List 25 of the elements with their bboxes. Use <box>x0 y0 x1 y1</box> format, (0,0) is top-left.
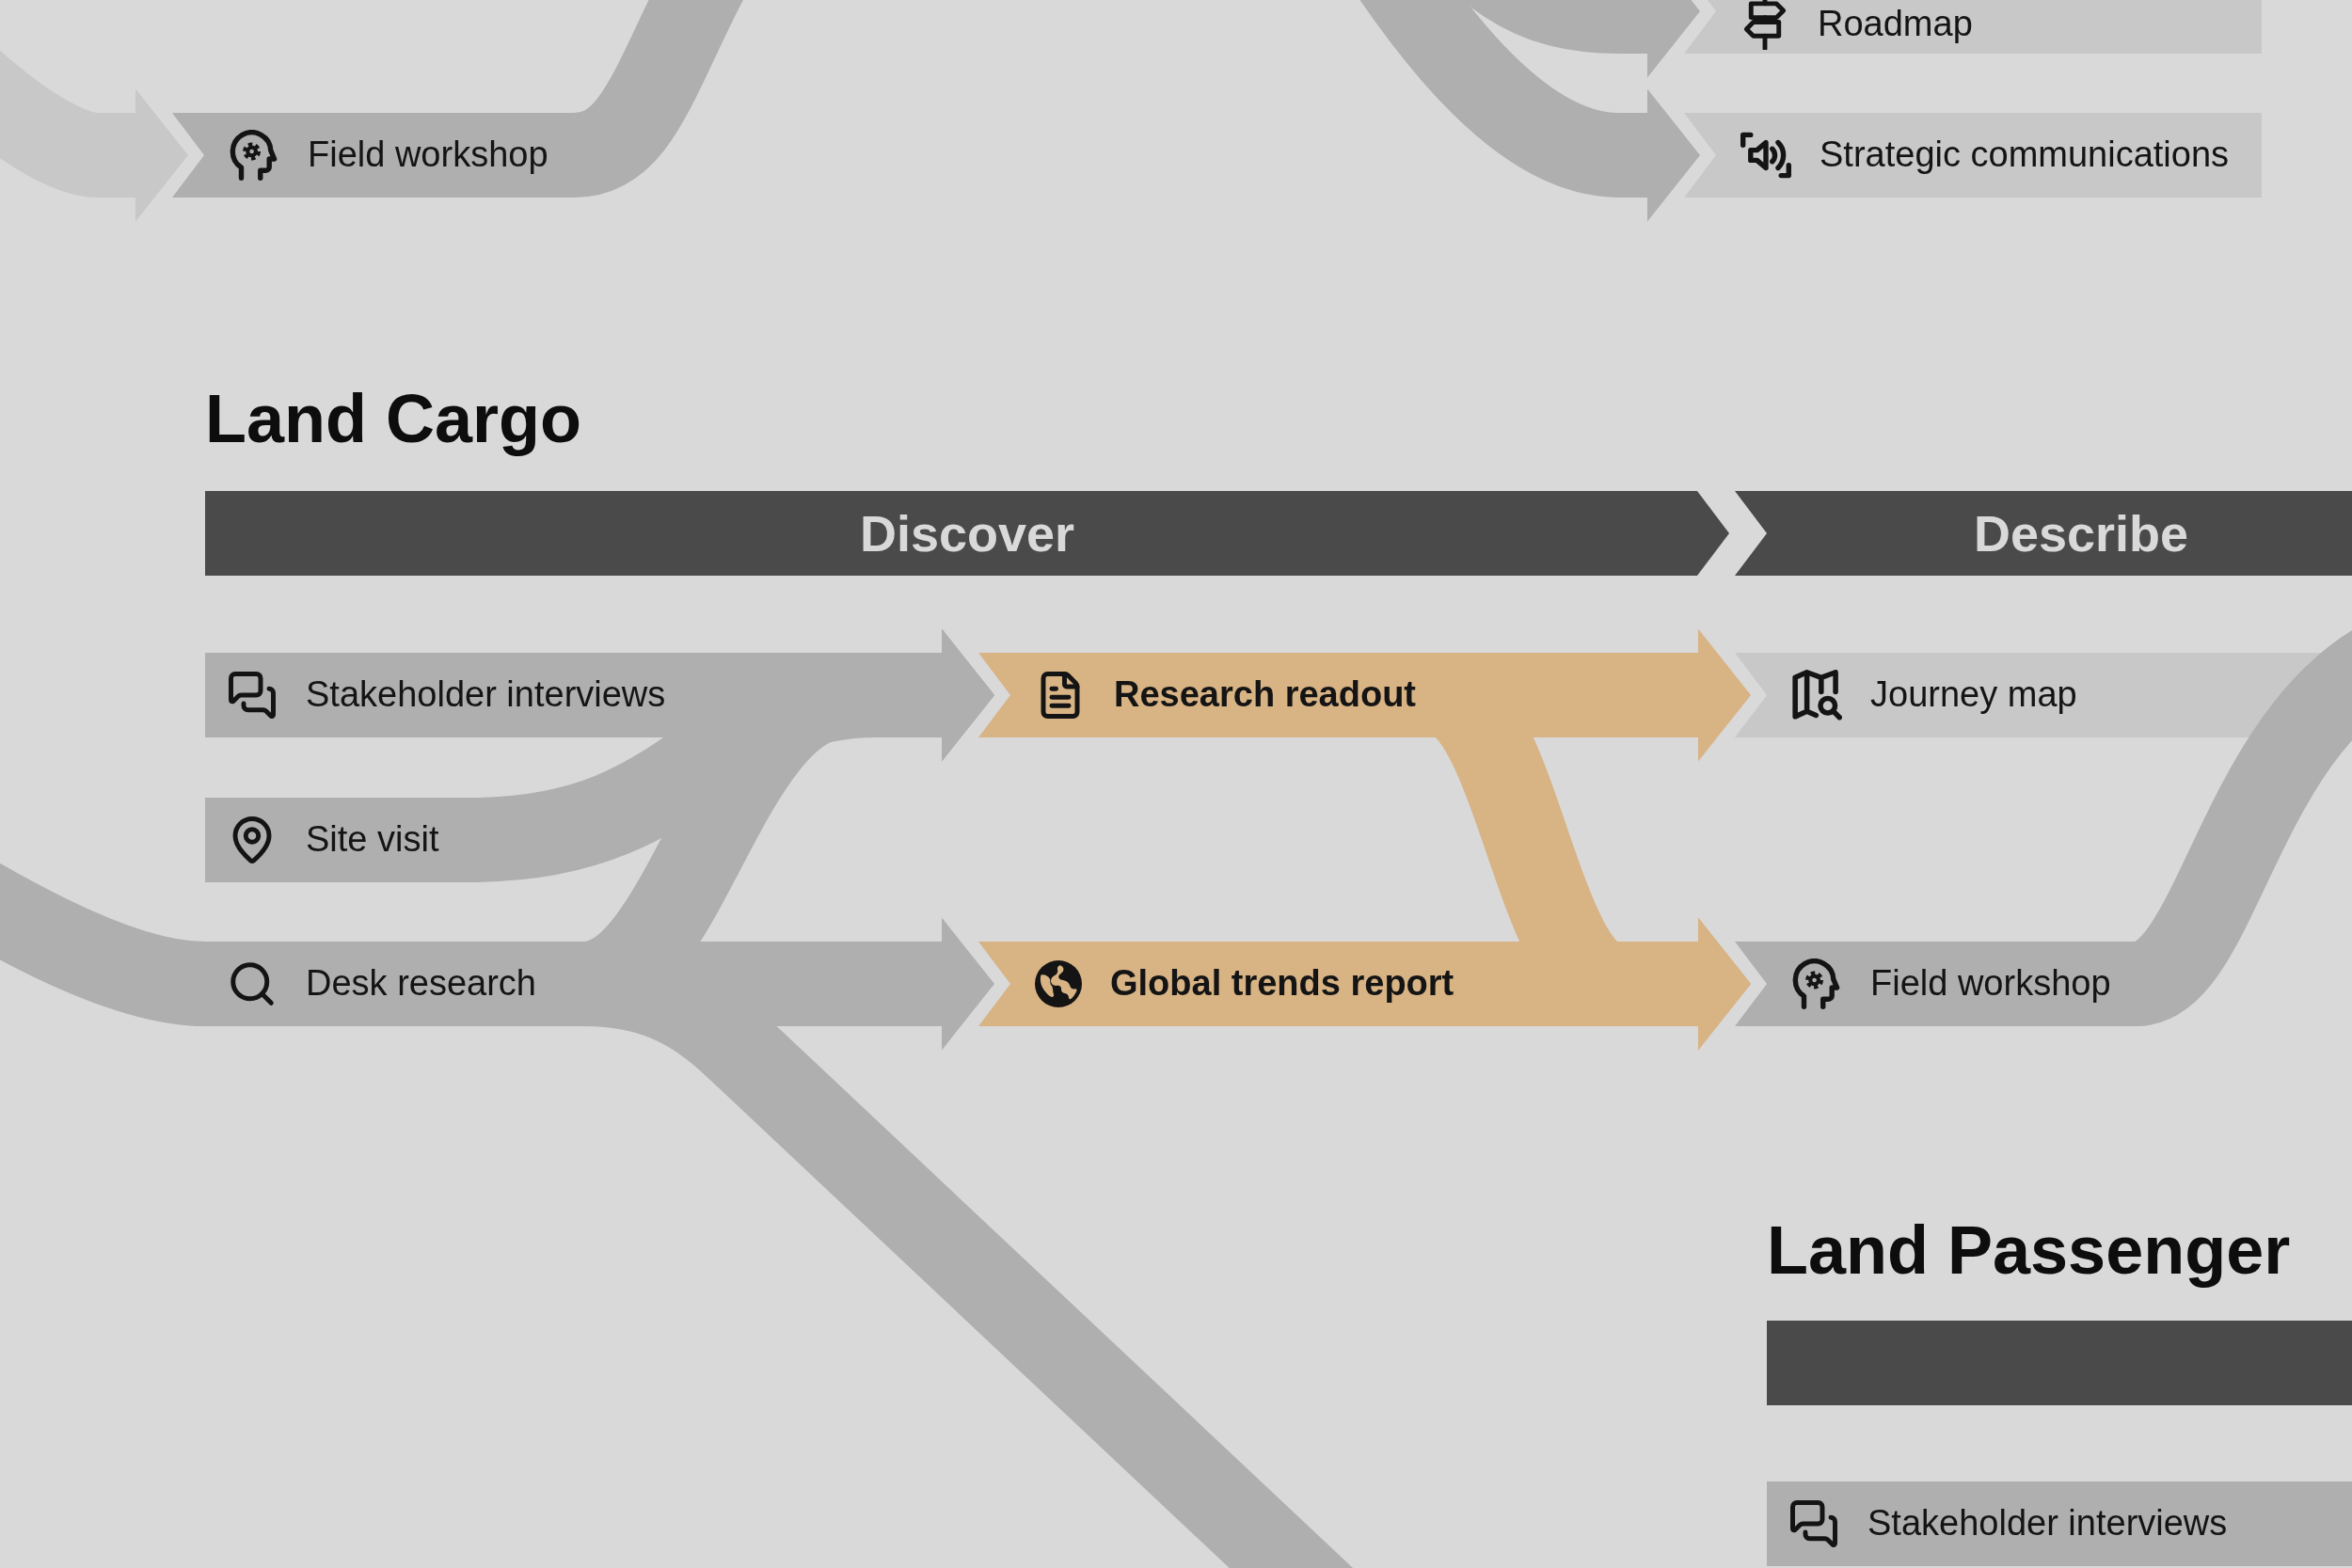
step-band <box>1767 1481 2352 1566</box>
step-label: Journey map <box>1870 674 2077 716</box>
step-band <box>205 798 470 882</box>
phase-label: Discover <box>859 503 1075 563</box>
step-label: Roadmap <box>1818 4 1973 45</box>
step-label: Global trends report <box>1110 963 1454 1005</box>
step-band <box>1735 942 2136 1026</box>
phase-banner <box>205 491 1729 576</box>
step-label: Strategic communications <box>1820 135 2230 176</box>
phase-label: Describe <box>1973 503 2189 563</box>
step-label: Field workshop <box>308 135 548 176</box>
step-band <box>1684 113 2262 198</box>
step-label: Stakeholder interviews <box>1867 1503 2228 1544</box>
step-band <box>205 653 715 737</box>
flow-arrow <box>1486 917 1751 1051</box>
highlighted-step-band <box>978 653 1439 737</box>
phase-banner <box>1767 1321 2352 1405</box>
step-label: Field workshop <box>1870 963 2111 1005</box>
step-label: Desk research <box>306 963 536 1005</box>
step-band <box>172 113 574 198</box>
phase-banner <box>1735 491 2352 576</box>
highlighted-step-band <box>978 942 1486 1026</box>
step-label: Site visit <box>306 819 439 861</box>
step-label: Stakeholder interviews <box>306 674 666 716</box>
step-label: Research readout <box>1114 674 1416 716</box>
